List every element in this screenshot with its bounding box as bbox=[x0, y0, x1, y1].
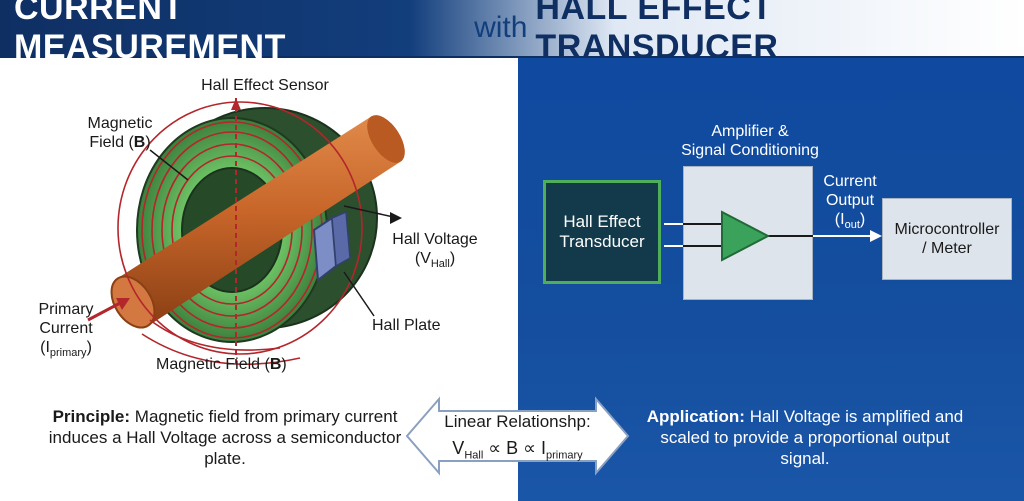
hall-plate bbox=[312, 210, 351, 282]
title-part-3: HALL EFFECT TRANSDUCER bbox=[535, 0, 779, 66]
magnetic-field-top-line1: Magnetic bbox=[87, 115, 153, 132]
output-arrowhead bbox=[870, 230, 882, 242]
hall-voltage-line1: Hall Voltage bbox=[392, 231, 478, 248]
current-output-symbol: I bbox=[840, 211, 845, 228]
amplifier-triangle bbox=[721, 210, 771, 262]
magnetic-field-bottom-text: Magnetic Field ( bbox=[156, 356, 270, 373]
amplifier-line1: Amplifier & bbox=[711, 123, 789, 140]
hall-voltage-label: Hall Voltage (VHall) bbox=[380, 230, 490, 274]
primary-current-subscript: primary bbox=[49, 347, 87, 360]
amplifier-label: Amplifier & Signal Conditioning bbox=[660, 122, 840, 160]
field-lines-conductor bbox=[117, 101, 363, 366]
current-output-subscript: out bbox=[844, 219, 860, 232]
principle-body: Magnetic field from primary current indu… bbox=[48, 407, 402, 468]
title-banner: CURRENT MEASUREMENT with HALL EFFECT TRA… bbox=[0, 0, 1024, 66]
magnetic-field-top-close: ) bbox=[145, 134, 151, 151]
primary-current-arrow bbox=[87, 300, 123, 322]
formula-v-sub: Hall bbox=[464, 449, 484, 462]
primary-current-symbol-line: (Iprimary) bbox=[40, 339, 92, 360]
formula-proportional: ∝ B ∝ bbox=[483, 438, 541, 458]
primary-current-label: Primary Current (Iprimary) bbox=[18, 300, 114, 363]
current-output-line1: Current bbox=[823, 173, 877, 190]
current-output-label: Current Output (Iout) bbox=[812, 172, 888, 235]
magnetic-field-top-text: Field ( bbox=[89, 134, 134, 151]
magnetic-field-top-symbol: B bbox=[133, 134, 146, 151]
primary-current-symbol: I bbox=[45, 339, 50, 356]
formula-v: V bbox=[452, 438, 465, 458]
microcontroller-block: Microcontroller / Meter bbox=[882, 198, 1012, 280]
current-output-symbol-line: (Iout) bbox=[834, 211, 866, 232]
application-heading: Application: bbox=[646, 407, 745, 426]
magnetic-field-bottom-symbol: B bbox=[269, 356, 282, 373]
hall-voltage-subscript: Hall bbox=[430, 258, 450, 271]
hall-plate-label: Hall Plate bbox=[372, 317, 441, 334]
pointer-lines bbox=[149, 149, 399, 317]
signal-path bbox=[664, 210, 882, 262]
microcontroller-line2: / Meter bbox=[922, 240, 972, 257]
transducer-block: Hall Effect Transducer bbox=[543, 180, 661, 284]
linear-relationship-arrow: Linear Relationshp: VHall ∝ B ∝ Iprimary bbox=[405, 395, 630, 477]
current-output-line2: Output bbox=[825, 192, 875, 209]
amplifier-line2: Signal Conditioning bbox=[681, 142, 819, 159]
hall-sensor-illustration bbox=[87, 98, 405, 368]
hall-voltage-symbol: V bbox=[420, 250, 431, 267]
title-part-2: with bbox=[474, 11, 528, 44]
formula-i: I bbox=[541, 438, 547, 458]
primary-current-line2: Current bbox=[39, 320, 93, 337]
formula-i-sub: primary bbox=[546, 449, 583, 462]
primary-conductor bbox=[110, 115, 405, 329]
linear-relationship-text: Linear Relationshp: VHall ∝ B ∝ Iprimary bbox=[405, 411, 630, 467]
transducer-line2: Transducer bbox=[559, 232, 645, 251]
application-text: Application: Hall Voltage is amplified a… bbox=[640, 406, 970, 469]
transducer-line1: Hall Effect bbox=[563, 212, 641, 231]
double-arrow-shape bbox=[405, 396, 630, 476]
magnetic-field-top-line2: Field (B) bbox=[70, 133, 170, 152]
magnetic-field-bottom-label: Magnetic Field (B) bbox=[156, 355, 287, 374]
primary-current-line1: Primary bbox=[38, 301, 94, 318]
application-body: Hall Voltage is amplified and scaled to … bbox=[660, 407, 964, 468]
hall-voltage-symbol-line: (VHall) bbox=[414, 250, 456, 271]
linear-heading: Linear Relationshp: bbox=[444, 412, 591, 431]
principle-heading: Principle: bbox=[52, 407, 131, 426]
title-part-1: CURRENT MEASUREMENT bbox=[14, 0, 286, 66]
magnetic-field-top-label: Magnetic Field (B) bbox=[70, 114, 170, 152]
hall-voltage-arrowhead bbox=[390, 212, 402, 224]
principle-text: Principle: Magnetic field from primary c… bbox=[40, 406, 410, 469]
linear-formula: VHall ∝ B ∝ Iprimary bbox=[405, 437, 630, 467]
sensor-label: Hall Effect Sensor bbox=[201, 77, 329, 94]
microcontroller-line1: Microcontroller bbox=[894, 221, 1000, 238]
magnetic-field-bottom-close: ) bbox=[281, 356, 287, 373]
